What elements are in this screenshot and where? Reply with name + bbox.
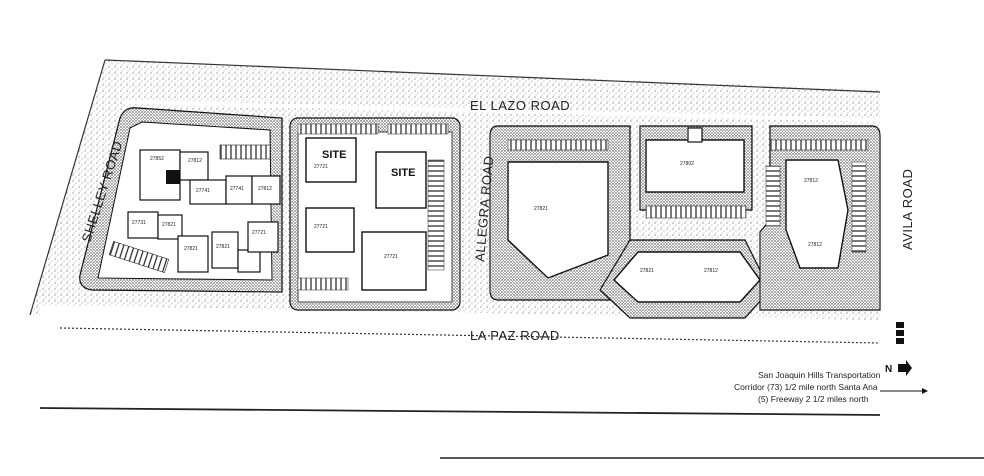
- right-edge-marks: [896, 322, 904, 344]
- svg-text:27721: 27721: [314, 224, 328, 230]
- svg-text:27812: 27812: [188, 158, 202, 164]
- north-arrow-icon: [898, 360, 912, 376]
- svg-text:27721: 27721: [314, 164, 328, 170]
- la-paz-road-lines: [39, 327, 984, 459]
- svg-text:27741: 27741: [230, 186, 244, 192]
- note-line-3: (5) Freeway 2 1/2 miles north: [758, 394, 869, 404]
- svg-text:27721: 27721: [384, 254, 398, 260]
- svg-text:27731: 27731: [132, 220, 146, 226]
- svg-text:27821: 27821: [184, 246, 198, 252]
- svg-text:27812: 27812: [258, 186, 272, 192]
- svg-text:27852: 27852: [150, 156, 164, 162]
- north-arrow: N: [885, 360, 912, 376]
- block-west: [79, 107, 283, 293]
- transportation-note: San Joaquin Hills Transportation Corrido…: [734, 370, 928, 404]
- svg-text:27821: 27821: [640, 268, 654, 274]
- site-label-1: SITE: [322, 149, 346, 161]
- svg-text:27741: 27741: [196, 188, 210, 194]
- road-label-avila: AVILA ROAD: [900, 169, 915, 250]
- road-label-el-lazo: EL LAZO ROAD: [470, 98, 570, 113]
- building-number-labels: 27852 27812 27741 27741 27812 27731 2782…: [132, 156, 822, 274]
- block-sites: [289, 117, 461, 311]
- roads-white: [40, 100, 880, 345]
- note-line-1: San Joaquin Hills Transportation: [758, 370, 881, 380]
- site-label-2: SITE: [391, 167, 415, 179]
- site-parcel-2: [375, 151, 427, 209]
- svg-text:27821: 27821: [534, 206, 548, 212]
- svg-text:27812: 27812: [804, 178, 818, 184]
- svg-text:27812: 27812: [704, 268, 718, 274]
- svg-text:27721: 27721: [252, 230, 266, 236]
- svg-text:27802: 27802: [680, 161, 694, 167]
- svg-text:27821: 27821: [162, 222, 176, 228]
- block-center-east: [489, 125, 771, 319]
- road-label-la-paz: LA PAZ ROAD: [470, 328, 560, 343]
- block-east: [759, 125, 881, 311]
- svg-text:27812: 27812: [808, 242, 822, 248]
- north-letter: N: [885, 364, 892, 375]
- note-line-2: Corridor (73) 1/2 mile north Santa Ana: [734, 382, 878, 392]
- svg-text:27821: 27821: [216, 244, 230, 250]
- direction-arrow-icon: [922, 388, 928, 394]
- site-parcel-1: [305, 137, 357, 183]
